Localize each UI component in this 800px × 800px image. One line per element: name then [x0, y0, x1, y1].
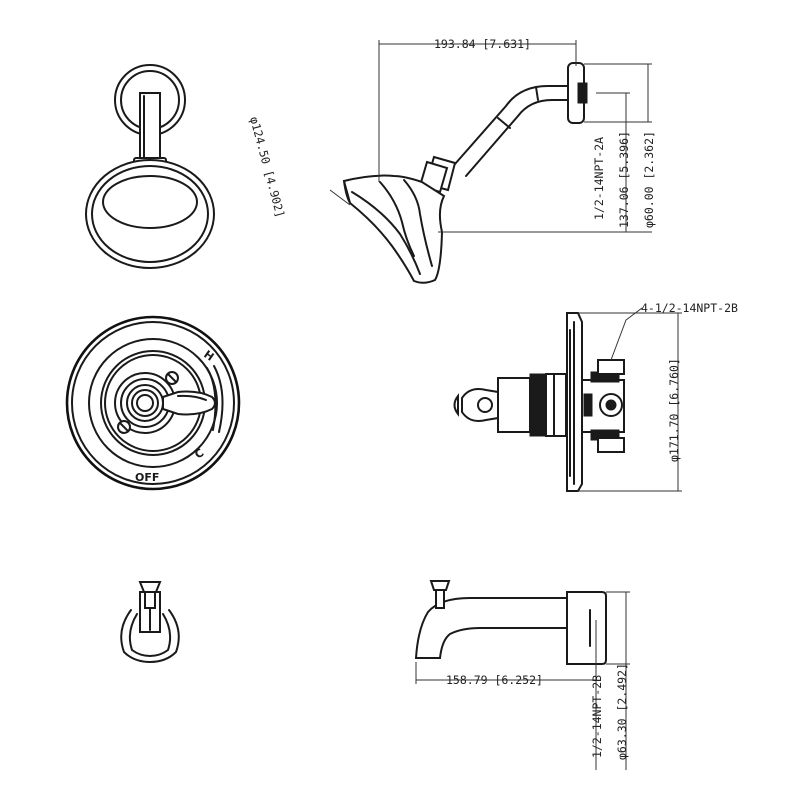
- showerhead-diameter-dimension: φ124.50 [4.902]: [247, 115, 287, 219]
- showerhead-front-view: [85, 64, 215, 269]
- showerhead-side-view: [342, 62, 588, 284]
- spout-flange-dimension: φ63.30 [2.492]: [615, 663, 629, 760]
- dimension-lines: [329, 40, 682, 770]
- trim-diameter-dimension: φ171.70 [6.760]: [667, 358, 681, 462]
- tub-spout-side-view: [414, 580, 607, 665]
- off-marking: OFF: [135, 471, 159, 484]
- spout-thread-dimension: 1/2-14NPT-2B: [590, 675, 604, 758]
- showerhead-width-dimension: 193.84 [7.631]: [434, 37, 531, 51]
- arm-drop-dimension: 137.06 [5.396]: [617, 131, 631, 228]
- spout-length-dimension: 158.79 [6.252]: [446, 673, 543, 687]
- cold-marking: C: [192, 446, 206, 461]
- flange-diameter-dimension: φ60.00 [2.362]: [642, 131, 656, 228]
- valve-thread-dimension: 4-1/2-14NPT-2B: [641, 301, 738, 315]
- valve-trim-front-view: [65, 315, 241, 491]
- tub-spout-front-view: [120, 581, 180, 663]
- arm-thread-dimension: 1/2-14NPT-2A: [592, 137, 606, 220]
- valve-side-view: [453, 312, 625, 492]
